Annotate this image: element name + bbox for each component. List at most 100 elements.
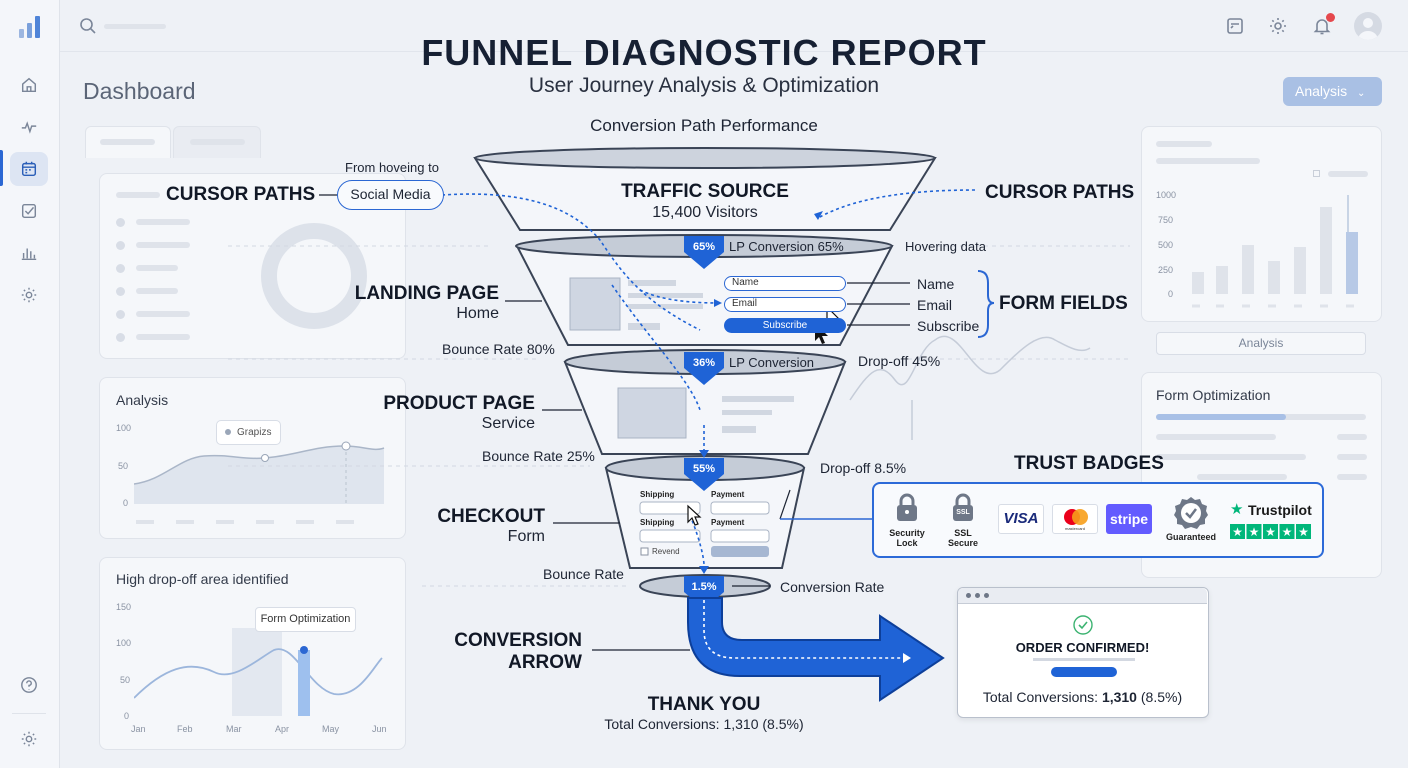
dropoff-panel: High drop-off area identified 150 100 50…	[99, 557, 406, 750]
check-circle-icon	[1073, 615, 1093, 640]
dropoff-panel-title: High drop-off area identified	[116, 571, 289, 587]
month-label: Jan	[131, 724, 146, 734]
logo-icon	[18, 14, 42, 45]
bell-icon[interactable]	[1312, 16, 1332, 41]
hovering-data-label: Hovering data	[905, 239, 986, 254]
svg-text:★: ★	[1298, 525, 1309, 539]
form-optimization-title: Form Optimization	[1156, 387, 1271, 403]
help-icon[interactable]	[10, 668, 48, 702]
svg-text:★: ★	[1282, 525, 1293, 539]
form-field-name-label: Name	[917, 276, 955, 292]
payment-label-2: Payment	[711, 518, 745, 527]
thank-you-title: THANK YOU	[647, 694, 761, 715]
subscribe-button[interactable]: Subscribe	[724, 318, 846, 333]
right-analysis-button[interactable]: Analysis	[1156, 332, 1366, 355]
revend-label: Revend	[652, 547, 680, 556]
month-label: May	[322, 724, 340, 734]
settings-icon[interactable]	[10, 278, 48, 312]
tick-label: 750	[1158, 215, 1174, 225]
conversion-arrow-label-1: CONVERSION	[454, 630, 582, 651]
right-bar-chart	[1192, 195, 1358, 308]
window-titlebar	[958, 588, 1207, 604]
form-field-subscribe-label: Subscribe	[917, 318, 980, 334]
product-bounce: Bounce Rate 25%	[482, 448, 595, 464]
name-field[interactable]: Name	[724, 276, 846, 291]
thank-you-sub: Total Conversions: 1,310 (8.5%)	[604, 716, 804, 732]
analysis-tooltip-label: Grapizs	[237, 427, 272, 438]
report-title: FUNNEL DIAGNOSTIC REPORT	[421, 32, 987, 73]
shipping-label-2: Shipping	[640, 518, 675, 527]
tick-label: 1000	[1156, 190, 1177, 200]
checkout-dropoff: Drop-off 8.5%	[820, 460, 907, 476]
gear-icon[interactable]	[1268, 16, 1288, 41]
product-page-sub: Service	[481, 415, 535, 432]
cursor-paths-left-label: CURSOR PATHS	[166, 184, 316, 205]
tick-label: 250	[1158, 265, 1174, 275]
checkout-pct-badge: 55%	[692, 463, 716, 475]
bar-chart-icon[interactable]	[10, 236, 48, 270]
topbar	[60, 0, 1408, 52]
analysis-area-chart	[134, 441, 385, 524]
trustpilot-stars: ★★★★★	[1230, 524, 1312, 545]
security-lock-label: Security Lock	[889, 528, 925, 548]
conversion-rate-label: Conversion Rate	[780, 579, 885, 595]
trustpilot-label: Trustpilot	[1248, 502, 1312, 518]
email-field[interactable]: Email	[724, 297, 846, 312]
sidebar-divider	[12, 713, 46, 714]
form-field-email-label: Email	[917, 297, 953, 313]
total-conversions-prefix: Total Conversions:	[982, 689, 1102, 705]
calendar-icon[interactable]	[10, 152, 48, 186]
tick-label: 0	[123, 498, 129, 508]
settings-bottom-icon[interactable]	[10, 722, 48, 756]
document-icon[interactable]	[1225, 16, 1245, 41]
bar-chart-panel: 1000 750 500 250 0	[1141, 126, 1382, 322]
checkout-sub: Form	[507, 528, 545, 545]
month-label: Feb	[177, 724, 193, 734]
ssl-icon-text: SSL	[956, 509, 970, 516]
trustpilot-star-icon: ★	[1230, 501, 1244, 518]
active-indicator	[0, 150, 3, 186]
mastercard-logo: mastercard	[1052, 504, 1098, 534]
shipping-label-1: Shipping	[640, 490, 675, 499]
hover-note: From hoveing to	[345, 160, 439, 175]
product-conversion: LP Conversion	[729, 355, 815, 370]
chevron-down-icon: ⌄	[1357, 88, 1366, 99]
product-dropoff: Drop-off 45%	[858, 353, 941, 369]
stripe-logo: stripe	[1106, 504, 1152, 534]
tick-label: 500	[1158, 240, 1174, 250]
home-icon[interactable]	[10, 68, 48, 102]
dropoff-tooltip: Form Optimization	[255, 607, 356, 632]
checklist-icon[interactable]	[10, 194, 48, 228]
tab-1[interactable]	[85, 126, 171, 158]
tick-label: 0	[124, 711, 130, 721]
conversion-arrow-label-2: ARROW	[508, 652, 582, 673]
form-fields-label: FORM FIELDS	[999, 293, 1128, 314]
tick-label: 50	[120, 675, 131, 685]
landing-conversion: LP Conversion 65%	[729, 239, 844, 254]
checkout-bounce: Bounce Rate	[543, 566, 624, 582]
sidebar	[0, 0, 60, 768]
conversion-pct-badge: 1.5%	[691, 581, 717, 593]
dropoff-line-chart	[134, 628, 383, 716]
traffic-visitors: 15,400 Visitors	[652, 204, 758, 221]
landing-bounce: Bounce Rate 80%	[442, 341, 555, 357]
activity-icon[interactable]	[10, 110, 48, 144]
notification-dot	[1326, 13, 1335, 22]
search-icon[interactable]	[78, 16, 98, 41]
analysis-dropdown[interactable]: Analysis ⌄	[1283, 77, 1382, 106]
month-label: Mar	[226, 724, 242, 734]
social-media-pill[interactable]: Social Media	[337, 180, 444, 210]
traffic-source-title: TRAFFIC SOURCE	[621, 181, 789, 202]
total-conversions-suffix: (8.5%)	[1136, 689, 1183, 705]
search-input[interactable]	[104, 24, 166, 29]
visa-logo: VISA	[998, 504, 1044, 534]
tick-label: 100	[116, 423, 132, 433]
order-confirmed-window: ORDER CONFIRMED! Total Conversions: 1,31…	[957, 587, 1209, 718]
svg-text:★: ★	[1265, 525, 1276, 539]
product-page-title: PRODUCT PAGE	[383, 393, 535, 414]
tick-label: 0	[1168, 289, 1174, 299]
avatar[interactable]	[1354, 12, 1382, 40]
month-label: Jun	[372, 724, 387, 734]
month-label: Apr	[275, 724, 290, 734]
guaranteed-label: Guaranteed	[1165, 532, 1216, 542]
